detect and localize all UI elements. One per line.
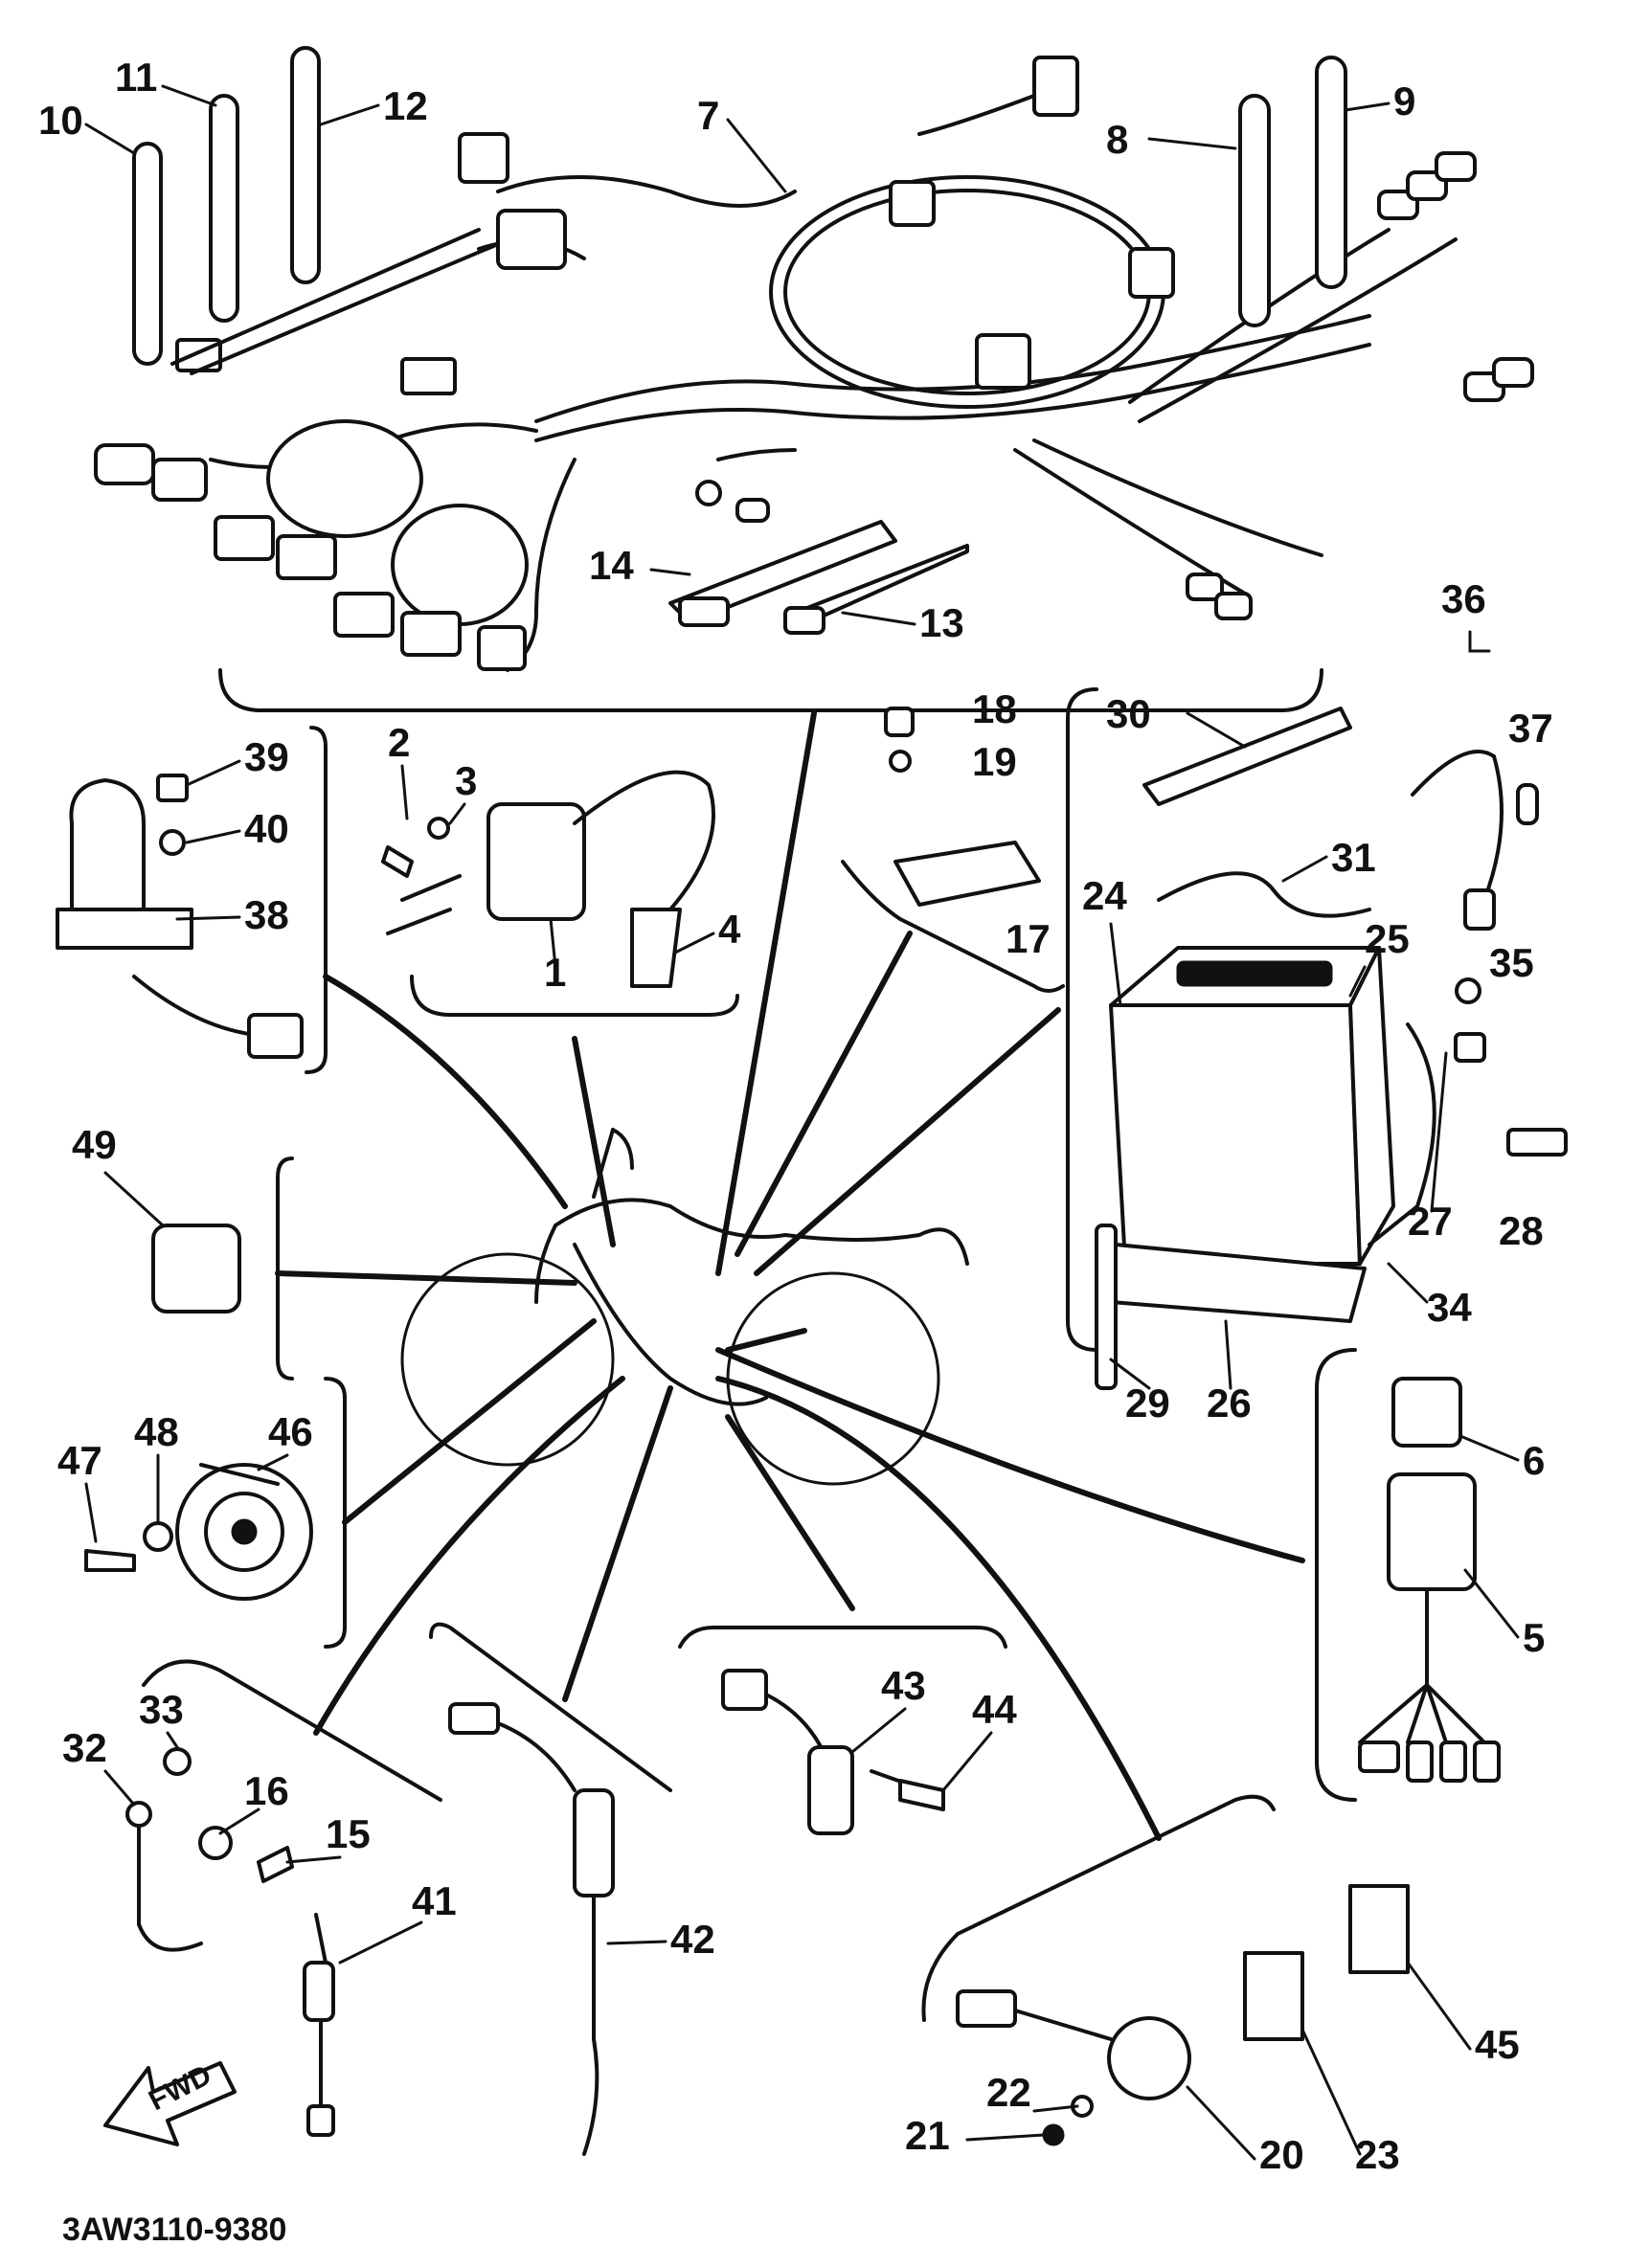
main-switch-group	[56, 726, 328, 1074]
callout-4: 4	[718, 907, 741, 952]
callout-2: 2	[388, 720, 410, 765]
callout-11: 11	[115, 55, 157, 100]
callout-18: 18	[972, 686, 1017, 731]
callout-10: 10	[38, 98, 83, 143]
callout-12: 12	[383, 83, 428, 128]
starter-relay-group	[921, 1794, 1410, 2146]
callout-34: 34	[1427, 1285, 1472, 1330]
callout-23: 23	[1355, 2132, 1400, 2177]
callout-6: 6	[1523, 1438, 1545, 1483]
callout-35: 35	[1489, 940, 1534, 985]
callout-48: 48	[134, 1409, 179, 1454]
callout-20: 20	[1259, 2132, 1304, 2177]
battery-group	[1066, 687, 1568, 1390]
sensor-43-group	[678, 1626, 1007, 1835]
callout-30: 30	[1106, 691, 1151, 736]
callout-3: 3	[455, 758, 477, 803]
leader-lines	[275, 710, 1305, 1841]
callout-25: 25	[1365, 916, 1410, 961]
callout-43: 43	[881, 1663, 926, 1708]
callout-22: 22	[986, 2070, 1031, 2115]
callout-31: 31	[1331, 835, 1376, 880]
callout-15: 15	[326, 1811, 371, 1856]
callout-38: 38	[244, 892, 289, 937]
callout-8: 8	[1106, 117, 1128, 162]
callout-40: 40	[244, 806, 289, 851]
wire-harness-group	[94, 46, 1534, 712]
callout-27: 27	[1408, 1199, 1453, 1244]
callout-39: 39	[244, 734, 289, 779]
callout-5: 5	[1523, 1615, 1545, 1660]
callout-45: 45	[1475, 2022, 1520, 2067]
motorcycle-silhouette	[400, 1128, 969, 1486]
callout-42: 42	[670, 1917, 715, 1962]
relay-group	[1315, 1348, 1501, 1802]
callout-26: 26	[1207, 1381, 1252, 1426]
sensor-42-group	[429, 1622, 672, 2156]
callout-46: 46	[268, 1409, 313, 1454]
callout-47: 47	[57, 1438, 102, 1483]
callout-17: 17	[1006, 916, 1051, 961]
callout-28: 28	[1499, 1208, 1544, 1253]
drawing-code: 3AW3110-9380	[62, 2212, 286, 2248]
callout-33: 33	[139, 1687, 184, 1732]
callout-labels: 10 11 12 7 8 9 14 13 18 19 17 30 36 37 3…	[38, 55, 1553, 2177]
neutral-switch-group	[103, 1659, 442, 2146]
callout-41: 41	[412, 1878, 457, 1923]
callout-7: 7	[697, 93, 719, 138]
callout-24: 24	[1082, 873, 1127, 918]
rectifier-group	[841, 707, 1065, 993]
callout-44: 44	[972, 1687, 1017, 1732]
callout-37: 37	[1508, 706, 1553, 751]
callout-14: 14	[589, 543, 634, 588]
callout-19: 19	[972, 739, 1017, 784]
callout-9: 9	[1393, 79, 1415, 124]
callout-32: 32	[62, 1725, 107, 1770]
callout-leaders	[84, 84, 1520, 2161]
ignition-coil-group	[381, 770, 739, 1017]
callout-21: 21	[905, 2113, 950, 2158]
callout-36: 36	[1441, 576, 1486, 621]
horn-group	[84, 1377, 347, 1649]
callout-13: 13	[919, 600, 964, 645]
callout-49: 49	[72, 1122, 117, 1167]
relay-49-group	[151, 1156, 294, 1381]
callout-16: 16	[244, 1768, 289, 1813]
callout-1: 1	[544, 950, 566, 995]
